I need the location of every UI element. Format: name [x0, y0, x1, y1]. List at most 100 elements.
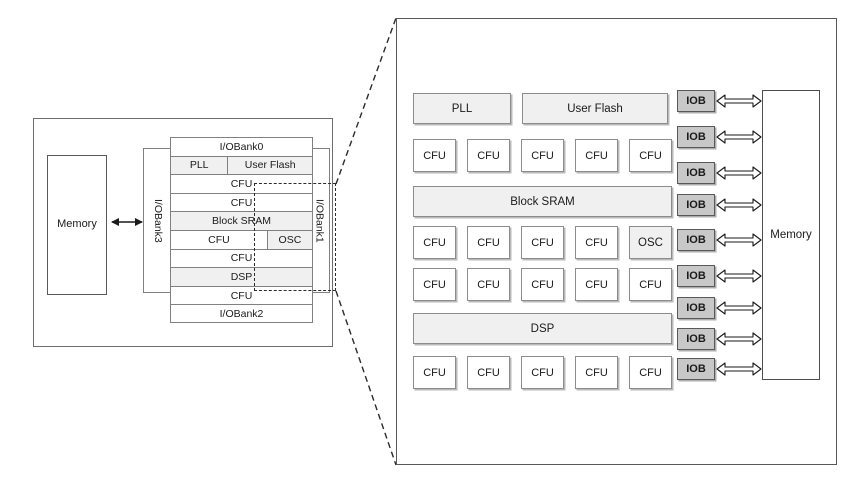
overview-iobank2-row: I/OBank2	[170, 304, 313, 323]
detail-iob-2-label: IOB	[686, 131, 706, 143]
detail-iob-8-label: IOB	[686, 333, 706, 345]
detail-cfu-r2-c1-label: CFU	[423, 236, 446, 249]
overview-row-cfu-5-label: CFU	[230, 289, 253, 302]
detail-cfu-r4-c1-label: CFU	[423, 366, 446, 379]
detail-block-sram: Block SRAM	[413, 186, 672, 217]
detail-cfu-r1-c3: CFU	[521, 139, 564, 172]
detail-cfu-r2-c4-label: CFU	[585, 236, 608, 249]
detail-cfu-r3-c2-label: CFU	[477, 278, 500, 291]
detail-iob-6: IOB	[677, 265, 715, 287]
detail-iob-7-label: IOB	[686, 302, 706, 314]
detail-block-dsp: DSP	[413, 313, 672, 344]
detail-memory-block: Memory	[762, 90, 820, 380]
overview-row-dsp-label: DSP	[230, 270, 253, 283]
overview-row-pll-userflash: PLL User Flash	[170, 155, 313, 175]
detail-cfu-r1-c3-label: CFU	[531, 149, 554, 162]
detail-block-pll-label: PLL	[451, 102, 473, 115]
overview-cell-cfu-3: CFU	[171, 231, 267, 249]
detail-cfu-r3-c5: CFU	[629, 268, 672, 301]
detail-iob-9-label: IOB	[686, 363, 706, 375]
overview-cell-user-flash-label: User Flash	[244, 159, 296, 172]
detail-cfu-r1-c4: CFU	[575, 139, 618, 172]
overview-iobank0-label: I/OBank0	[219, 140, 264, 153]
detail-cfu-r2-c4: CFU	[575, 226, 618, 259]
detail-cfu-r1-c5: CFU	[629, 139, 672, 172]
detail-iob-9: IOB	[677, 358, 715, 380]
detail-iob-1: IOB	[677, 90, 715, 112]
detail-cfu-r1-c1: CFU	[413, 139, 456, 172]
detail-iob-3-label: IOB	[686, 167, 706, 179]
overview-cell-cfu-3-label: CFU	[208, 233, 230, 246]
detail-block-dsp-label: DSP	[530, 322, 555, 335]
detail-cfu-r3-c3-label: CFU	[531, 278, 554, 291]
overview-row-cfu-2: CFU	[170, 192, 313, 212]
detail-cfu-r3-c1-label: CFU	[423, 278, 446, 291]
detail-iob-8: IOB	[677, 328, 715, 350]
detail-cfu-r2-c3: CFU	[521, 226, 564, 259]
detail-cfu-r3-c5-label: CFU	[639, 278, 662, 291]
detail-cfu-r2-c2-label: CFU	[477, 236, 500, 249]
overview-row-cfu-1: CFU	[170, 174, 313, 193]
detail-cfu-r3-c4: CFU	[575, 268, 618, 301]
overview-row-cfu-4-label: CFU	[230, 252, 253, 265]
detail-memory-label: Memory	[770, 229, 812, 241]
overview-cell-user-flash: User Flash	[227, 156, 312, 175]
overview-iobank0-row: I/OBank0	[170, 137, 313, 156]
detail-iob-3: IOB	[677, 162, 715, 184]
overview-iobank3-label: I/OBank3	[152, 198, 164, 243]
detail-block-user-flash: User Flash	[522, 93, 668, 124]
detail-cfu-r2-c2: CFU	[467, 226, 510, 259]
overview-memory-block: Memory	[47, 155, 107, 295]
detail-cfu-r2-c1: CFU	[413, 226, 456, 259]
overview-cell-pll-label: PLL	[189, 159, 209, 172]
overview-row-block-sram: Block SRAM	[170, 211, 313, 230]
overview-cell-pll: PLL	[171, 156, 228, 175]
overview-iobank1-label: I/OBank1	[313, 198, 326, 243]
overview-iobank2-label: I/OBank2	[219, 307, 264, 320]
detail-iob-1-label: IOB	[686, 95, 706, 107]
detail-cfu-r2-c3-label: CFU	[531, 236, 554, 249]
detail-iob-4-label: IOB	[686, 199, 706, 211]
detail-iob-2: IOB	[677, 126, 715, 148]
detail-iob-7: IOB	[677, 297, 715, 319]
detail-iob-5-label: IOB	[686, 234, 706, 246]
detail-cfu-r4-c3-label: CFU	[531, 366, 554, 379]
detail-cfu-r1-c4-label: CFU	[585, 149, 608, 162]
detail-cfu-r3-c1: CFU	[413, 268, 456, 301]
detail-cfu-r4-c4: CFU	[575, 356, 618, 389]
detail-cfu-r4-c5-label: CFU	[639, 366, 662, 379]
detail-block-pll: PLL	[413, 93, 511, 124]
overview-row-dsp: DSP	[170, 267, 313, 286]
detail-cfu-r4-c1: CFU	[413, 356, 456, 389]
overview-row-cfu-osc: CFU OSC	[170, 229, 313, 249]
overview-outer-frame	[33, 118, 333, 347]
detail-cfu-r4-c2: CFU	[467, 356, 510, 389]
detail-cfu-r4-c2-label: CFU	[477, 366, 500, 379]
overview-iobank3-column: I/OBank3	[143, 148, 172, 293]
overview-cell-osc-label: OSC	[278, 233, 302, 246]
detail-iob-6-label: IOB	[686, 270, 706, 282]
detail-cfu-r3-c2: CFU	[467, 268, 510, 301]
detail-block-sram-label: Block SRAM	[510, 195, 575, 208]
detail-cfu-r3-c4-label: CFU	[585, 278, 608, 291]
zoom-source-region	[254, 183, 336, 291]
detail-iob-5: IOB	[677, 229, 715, 251]
detail-cfu-r4-c3: CFU	[521, 356, 564, 389]
overview-row-block-sram-label: Block SRAM	[212, 215, 271, 228]
detail-cfu-r4-c4-label: CFU	[585, 366, 608, 379]
detail-block-osc: OSC	[629, 226, 672, 259]
detail-cfu-r1-c2-label: CFU	[477, 149, 500, 162]
overview-memory-label: Memory	[57, 218, 97, 231]
overview-row-cfu-4: CFU	[170, 248, 313, 268]
overview-memory-bus-arrow	[111, 218, 143, 226]
detail-cfu-r1-c2: CFU	[467, 139, 510, 172]
detail-cfu-r3-c3: CFU	[521, 268, 564, 301]
overview-cell-osc: OSC	[266, 230, 312, 249]
detail-iob-4: IOB	[677, 194, 715, 216]
overview-row-cfu-2-label: CFU	[230, 196, 253, 209]
overview-row-cfu-1-label: CFU	[230, 177, 253, 190]
detail-cfu-r4-c5: CFU	[629, 356, 672, 389]
detail-block-osc-label: OSC	[638, 236, 663, 249]
detail-block-user-flash-label: User Flash	[567, 102, 623, 115]
detail-cfu-r1-c5-label: CFU	[639, 149, 662, 162]
